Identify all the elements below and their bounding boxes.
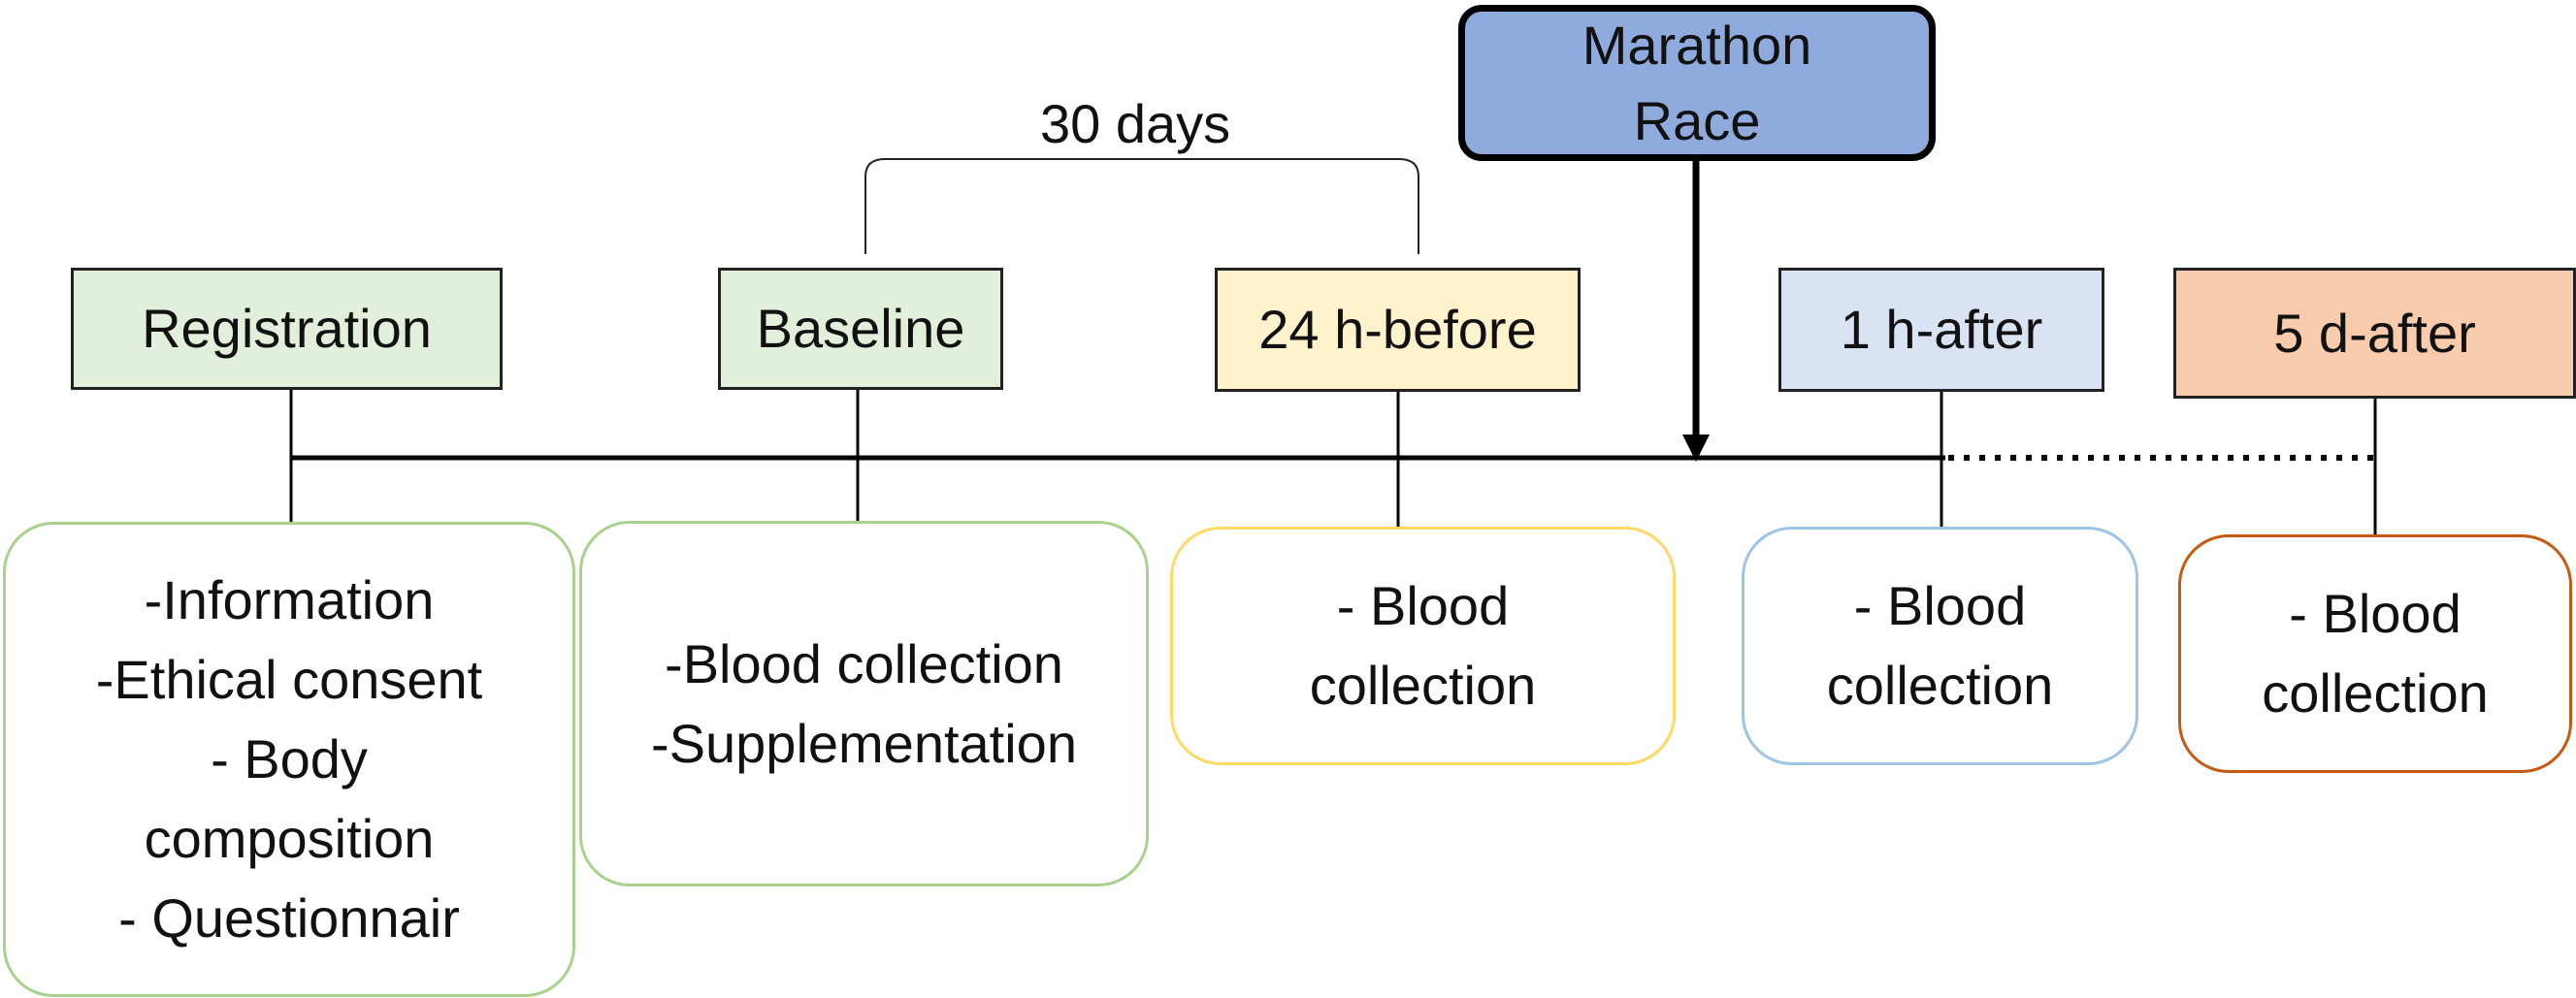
activity-item: -Blood collection: [665, 632, 1063, 694]
activity-1h-after: - Blood collection: [1742, 527, 2138, 765]
activity-24h-before: - Blood collection: [1170, 527, 1676, 765]
activity-item: - Blood: [1853, 575, 2027, 636]
activity-registration: -Information -Ethical consent - Body com…: [3, 522, 575, 997]
activity-item: -Ethical consent: [95, 649, 483, 710]
race-arrow-head: [1682, 435, 1710, 462]
activity-baseline: -Blood collection -Supplementation: [579, 521, 1149, 886]
activity-item: collection: [2262, 662, 2489, 724]
race-title-line1: Marathon: [1581, 14, 1812, 76]
interval-label: 30 days: [1040, 93, 1231, 154]
stage-registration: Registration: [71, 268, 503, 390]
stage-1h-after: 1 h-after: [1778, 268, 2104, 392]
stage-baseline: Baseline: [718, 268, 1003, 390]
marathon-race-box: Marathon Race: [1458, 5, 1936, 161]
activity-item: collection: [1826, 655, 2054, 716]
stage-24h-before: 24 h-before: [1215, 268, 1581, 392]
activity-item: - Blood: [1336, 575, 1510, 636]
activity-item: -Information: [144, 569, 435, 630]
interval-bracket: [864, 158, 1419, 254]
race-title-line2: Race: [1633, 89, 1761, 151]
activity-5d-after: - Blood collection: [2178, 534, 2572, 773]
activity-item: - Questionnair: [118, 887, 460, 949]
activity-item: -Supplementation: [651, 712, 1077, 774]
activity-item: - Body: [211, 728, 368, 789]
activity-item: - Blood: [2289, 583, 2462, 644]
activity-item: composition: [144, 808, 435, 869]
activity-item: collection: [1309, 655, 1537, 716]
stage-5d-after: 5 d-after: [2173, 268, 2576, 399]
